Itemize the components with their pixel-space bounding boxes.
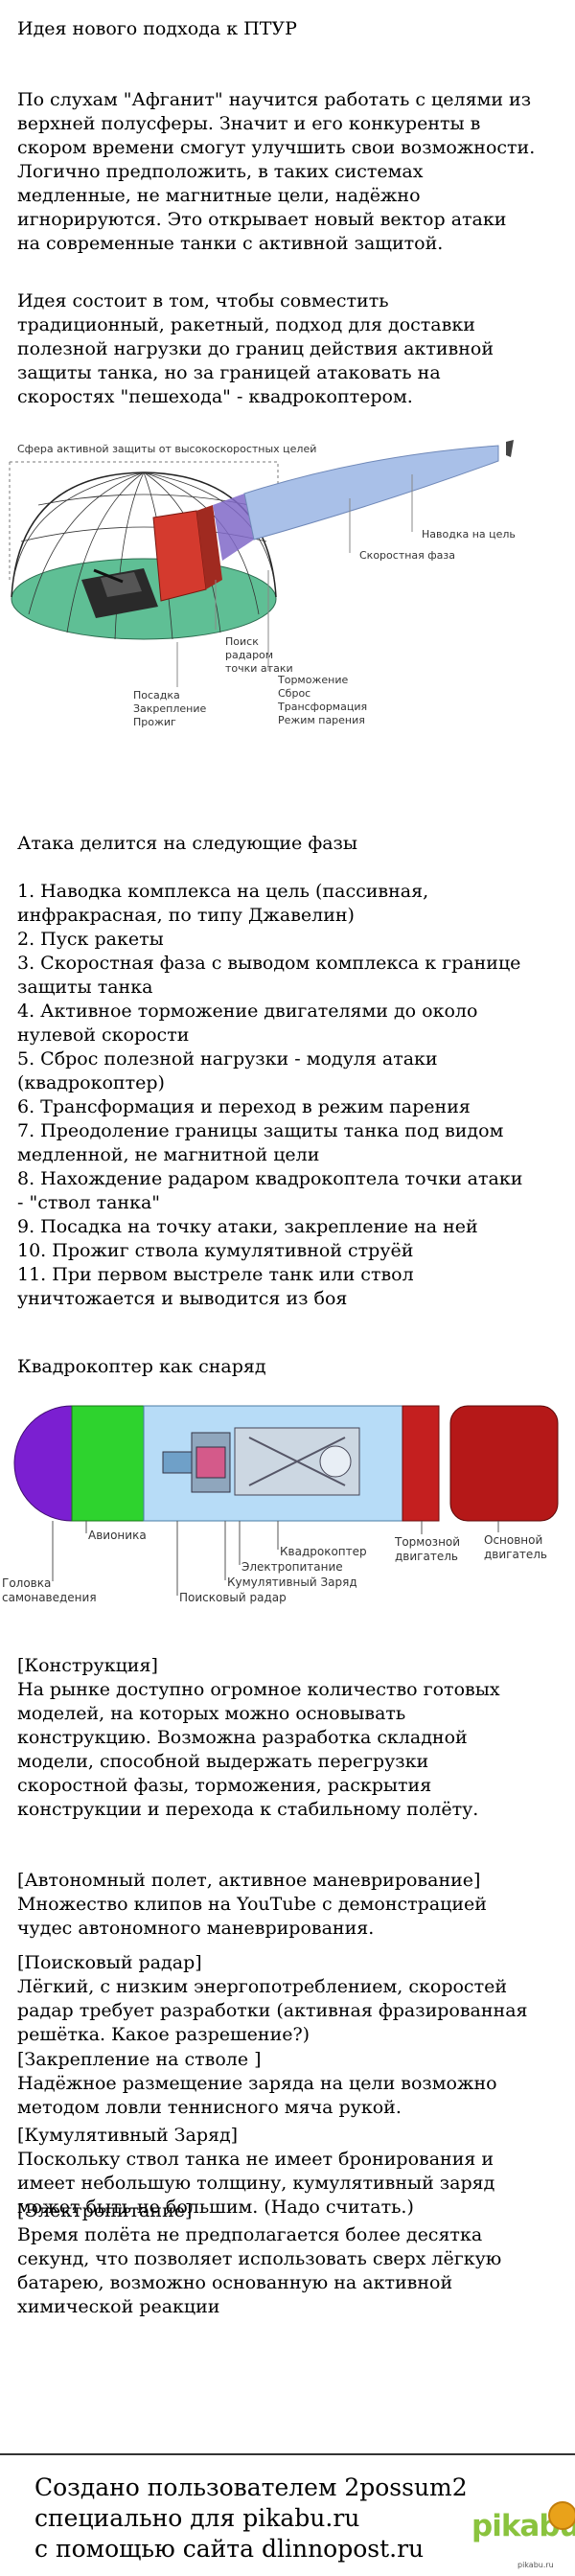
speed-phase-cone (243, 445, 499, 540)
pikabu-coin-icon (548, 2501, 575, 2530)
braking-label-1: Торможение (277, 674, 348, 686)
main-engine-label-1: Основной (484, 1533, 542, 1547)
quadcopter-heading: Квадрокоптер как снаряд (17, 1356, 266, 1377)
projectile-figure: Авионика Головка самонаведения Квадрокоп… (2, 1405, 559, 1604)
footer-line-1: Создано пользователем 2possum2 (34, 2473, 468, 2501)
footer-line-2: специально для pikabu.ru (34, 2504, 360, 2532)
post-title: Идея нового подхода к ПТУР (17, 18, 297, 39)
main-engine (449, 1405, 559, 1522)
construction-section: [Конструкция]На рынке доступно огромное … (17, 1655, 500, 1820)
footer-line-3: с помощью сайта dlinnopost.ru (34, 2535, 425, 2563)
avionics-section (71, 1405, 145, 1522)
phases-heading: Атака делится на следующие фазы (17, 833, 358, 854)
braking-label-3: Трансформация (277, 701, 367, 713)
seeker-label-2: самонаведения (2, 1591, 97, 1604)
radar-label: Поисковый радар (179, 1591, 287, 1604)
main-engine-label-2: двигатель (484, 1548, 547, 1561)
intro-paragraph: По слухам "Афганит" научится работать с … (17, 89, 536, 254)
mount-section: [Закрепление на стволе ]Надёжное размеще… (17, 2049, 497, 2118)
landing-label-1: Посадка (133, 689, 180, 702)
power-label: Электропитание (242, 1560, 343, 1574)
power-section: [Электропитание]Время полёта не предпола… (17, 2200, 502, 2317)
brake-engine-label-2: двигатель (395, 1550, 458, 1563)
search-label-3: точки атаки (225, 662, 293, 675)
seeker-label-1: Головка (2, 1576, 51, 1590)
transition-segment (213, 494, 254, 561)
phases-list: 1. Наводка комплекса на цель (пассивная,… (17, 881, 523, 1309)
footer-banner: Создано пользователем 2possum2 специальн… (0, 2453, 575, 2576)
site-credit: pikabu.ru (518, 2561, 554, 2569)
brake-engine (402, 1405, 440, 1522)
landing-label-2: Закрепление (133, 702, 207, 715)
landing-label-3: Прожиг (133, 716, 176, 728)
seeker-head (13, 1405, 73, 1522)
guidance-label: Наводка на цель (422, 528, 516, 540)
sphere-label: Сфера активной защиты от высокоскоростны… (17, 443, 316, 455)
tank-icon (81, 568, 158, 618)
missile-icon (506, 440, 514, 457)
speed-phase-label: Скоростная фаза (359, 549, 455, 562)
charge-label: Кумулятивный Заряд (227, 1576, 357, 1589)
autonomous-section: [Автономный полет, активное маневрирован… (17, 1870, 487, 1939)
braking-block (152, 505, 222, 602)
braking-label-4: Режим парения (278, 714, 365, 726)
brake-engine-label-1: Тормозной (394, 1535, 460, 1549)
radar-section: [Поисковый радар]Лёгкий, с низким энерго… (17, 1952, 528, 2045)
braking-label-2: Сброс (278, 687, 310, 700)
attack-scheme-figure: Сфера активной защиты от высокоскоростны… (9, 440, 516, 728)
search-label-2: радаром (225, 649, 273, 661)
quadcopter-label: Квадрокоптер (280, 1545, 367, 1558)
avionics-label: Авионика (88, 1529, 147, 1542)
search-label-1: Поиск (225, 635, 259, 648)
quadcopter-internals (162, 1427, 360, 1496)
charge-section: [Кумулятивный Заряд]Поскольку ствол танк… (17, 2125, 495, 2218)
